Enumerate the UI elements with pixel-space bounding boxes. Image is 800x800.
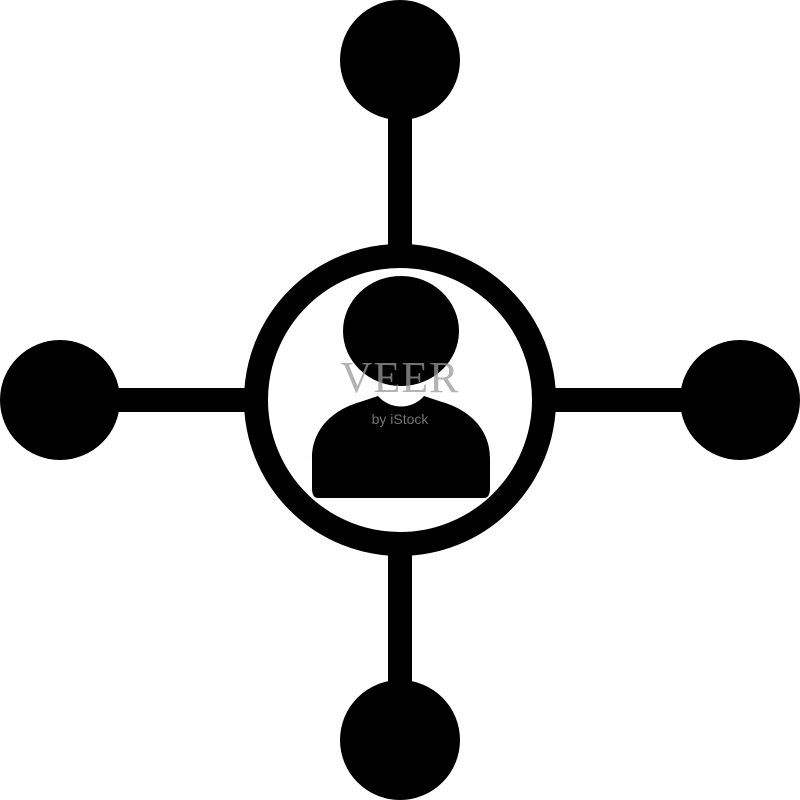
connector-left: [100, 388, 245, 412]
node-bottom: [340, 680, 460, 800]
connector-top: [388, 100, 412, 245]
user-head: [343, 276, 459, 386]
connector-right: [555, 388, 700, 412]
user-icon: [312, 276, 490, 498]
node-right: [680, 340, 800, 460]
node-top: [340, 0, 460, 120]
connector-bottom: [388, 555, 412, 700]
user-body: [312, 396, 490, 498]
node-left: [0, 340, 120, 460]
